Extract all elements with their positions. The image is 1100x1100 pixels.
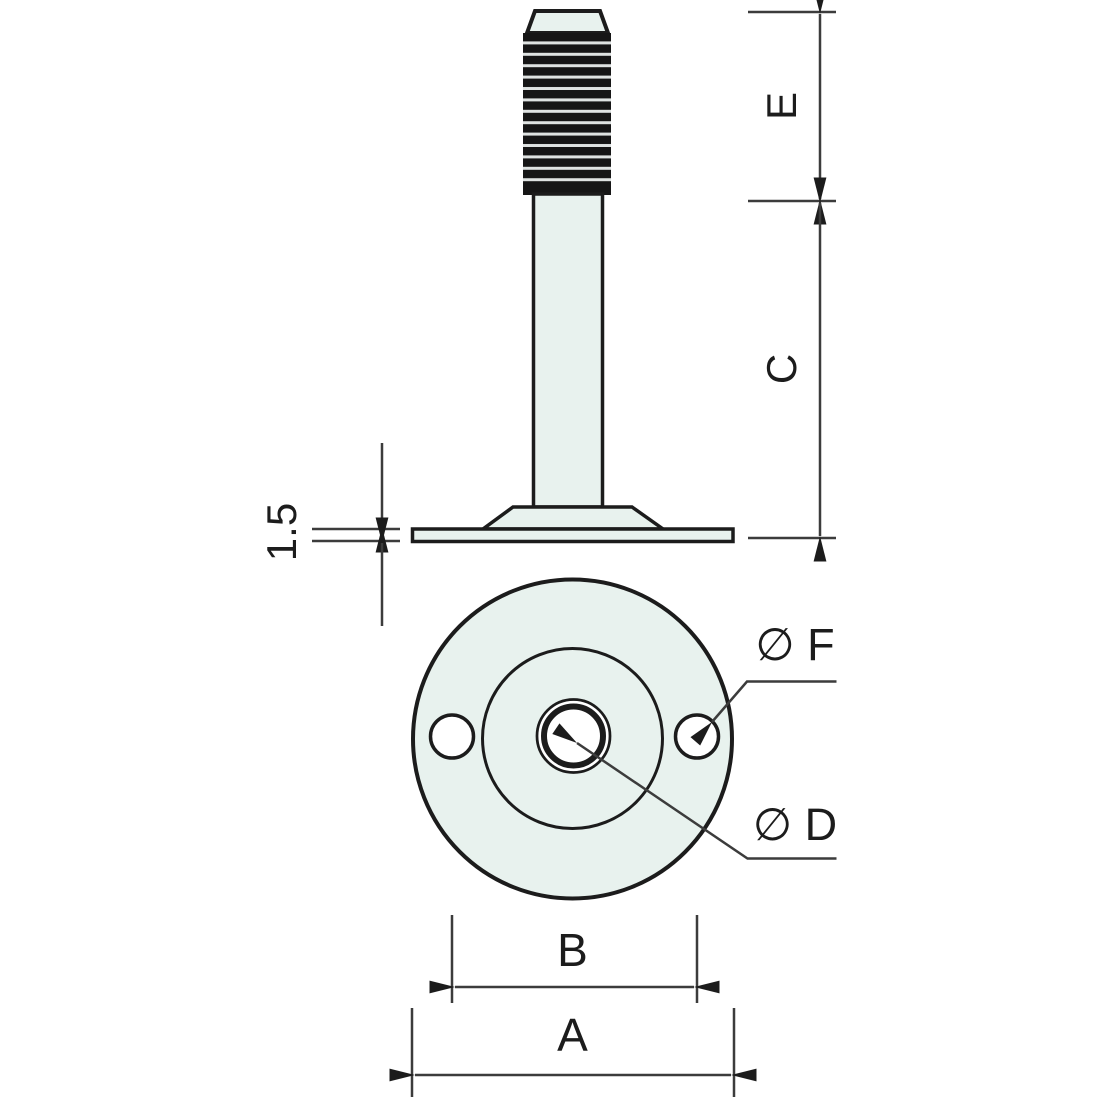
dimension-e-c: E C <box>748 0 836 562</box>
dim-e-label: E <box>758 92 805 120</box>
hole-f-label: ∅ F <box>755 619 834 670</box>
hub-circle <box>481 647 664 830</box>
leader-line-f <box>690 680 837 746</box>
bolt-circle-b-label: B <box>557 924 588 976</box>
top-view <box>411 577 734 901</box>
dimension-b: B <box>429 915 720 1003</box>
dimension-plate-thickness: 1.5 <box>258 443 400 626</box>
mounting-hole-left <box>428 713 476 760</box>
side-view <box>410 9 735 544</box>
base-plate-side <box>410 527 735 544</box>
thread-end-band <box>523 185 611 195</box>
dim-c-label: C <box>758 354 805 384</box>
dimension-a: A <box>389 1008 757 1097</box>
outer-diameter-a-label: A <box>557 1009 588 1061</box>
flange-hub <box>477 505 669 531</box>
bolt-tip <box>524 9 611 35</box>
leader-line-d <box>552 723 837 860</box>
leader-annotations: ∅ F ∅ D <box>552 619 837 860</box>
center-thread-hole-inner <box>541 703 606 769</box>
center-hole-d-label: ∅ D <box>753 799 837 850</box>
shank <box>531 192 605 509</box>
thread-section <box>523 33 611 193</box>
plate-thickness-label: 1.5 <box>258 503 305 561</box>
